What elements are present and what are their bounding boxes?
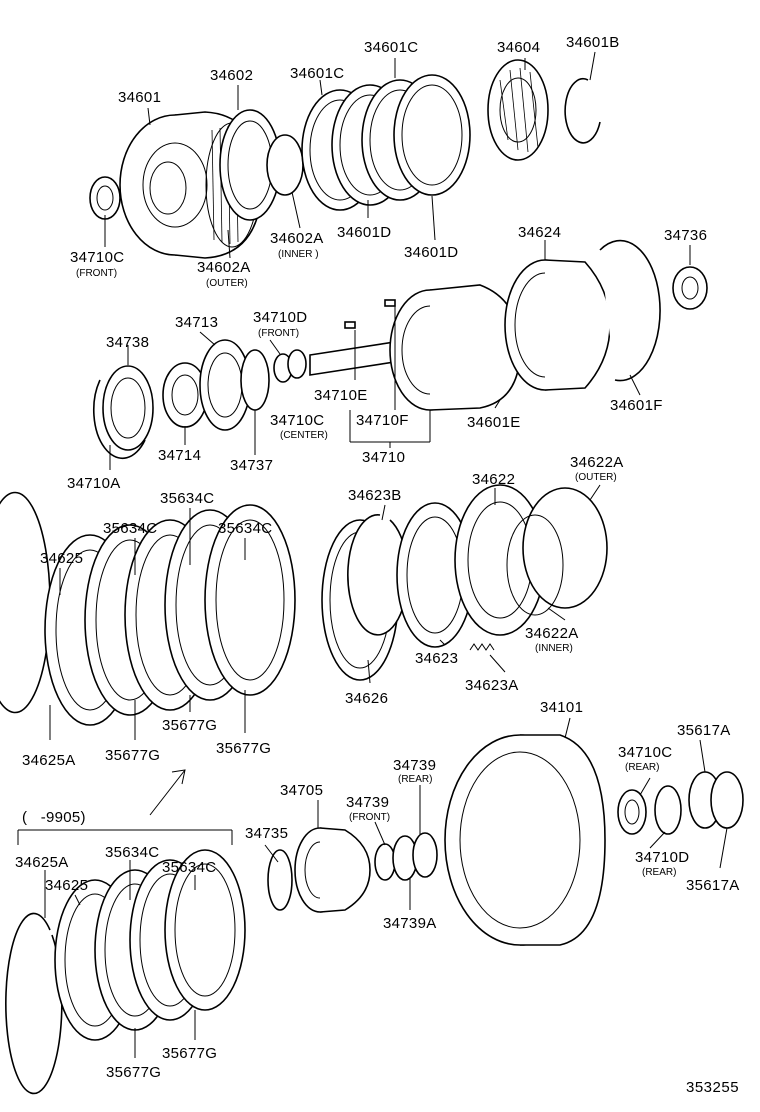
label-35677G-b: 35677G — [162, 717, 217, 734]
label-b-35634C-a: 35634C — [105, 844, 159, 861]
seals-35617A — [688, 771, 744, 829]
label-35634C-left: 35634C — [103, 520, 157, 537]
hub-34705 — [294, 827, 371, 913]
label-34710A: 34710A — [67, 475, 121, 492]
label-34714: 34714 — [158, 447, 201, 464]
label-b-35677G-b: 35677G — [162, 1045, 217, 1062]
label-34623: 34623 — [415, 650, 458, 667]
label-34623B: 34623B — [348, 487, 402, 504]
label-34737: 34737 — [230, 457, 273, 474]
label-34710C-front: 34710C — [70, 249, 124, 266]
label-34739-front: 34739 — [346, 794, 389, 811]
label-34622A-outer: 34622A — [570, 454, 624, 471]
part-labels: 34601 34602 34601C 34601C 34604 34601B 3… — [15, 34, 740, 1096]
label-34622A-outer-sub: (OUTER) — [575, 472, 617, 483]
o-ring-34602A-inner — [266, 134, 304, 196]
spring-34623A — [469, 643, 495, 651]
label-34602A-inner: 34602A — [270, 230, 324, 247]
label-34601E: 34601E — [467, 414, 521, 431]
label-34710: 34710 — [362, 449, 405, 466]
thrust-34739 — [374, 832, 438, 881]
label-34602: 34602 — [210, 67, 253, 84]
figure-number: 353255 — [686, 1079, 739, 1096]
clutch-plates-34601C-D — [301, 74, 471, 211]
leader-lines — [44, 51, 728, 1058]
label-34710F: 34710F — [356, 412, 409, 429]
label-34601C-b: 34601C — [364, 39, 418, 56]
label-34602A-outer: 34602A — [197, 259, 251, 276]
piston-34602 — [219, 109, 281, 221]
label-34622A-inner-sub: (INNER) — [535, 643, 573, 654]
washer-34735 — [267, 849, 293, 911]
label-34710C-center: 34710C — [270, 412, 324, 429]
label-range-9905: ( -9905) — [22, 809, 86, 826]
label-34710E: 34710E — [314, 387, 368, 404]
case-34101 — [444, 734, 606, 946]
label-b-34625A: 34625A — [15, 854, 69, 871]
retainer-34736 — [672, 266, 708, 310]
label-34735: 34735 — [245, 825, 288, 842]
label-34713: 34713 — [175, 314, 218, 331]
label-35634C-top: 35634C — [160, 490, 214, 507]
label-35617A-b: 35617A — [686, 877, 740, 894]
label-34739-rear-sub: (REAR) — [398, 774, 432, 785]
label-34710D-front-sub: (FRONT) — [258, 328, 299, 339]
label-34602A-outer-sub: (OUTER) — [206, 278, 248, 289]
label-34622: 34622 — [472, 471, 515, 488]
snap-ring-34601F — [599, 239, 661, 382]
label-34738: 34738 — [106, 334, 149, 351]
label-34601C-a: 34601C — [290, 65, 344, 82]
label-34705: 34705 — [280, 782, 323, 799]
label-b-35634C-b: 35634C — [162, 859, 216, 876]
label-34710C-front-sub: (FRONT) — [76, 268, 117, 279]
thrust-washers-34710D-C — [273, 349, 307, 383]
sprag-34738 — [102, 365, 154, 451]
label-35677G-a: 35677G — [105, 747, 160, 764]
ring-gear-34624 — [504, 259, 611, 391]
label-34710D-front: 34710D — [253, 309, 307, 326]
label-34736: 34736 — [664, 227, 707, 244]
spring-pack-34604 — [487, 59, 549, 161]
clutch-pack-35634C-35677G — [0, 491, 296, 726]
label-34625: 34625 — [40, 550, 83, 567]
label-35617A-a: 35617A — [677, 722, 731, 739]
arrow — [149, 769, 186, 816]
label-34710C-center-sub: (CENTER) — [280, 430, 328, 441]
label-34602A-inner-sub: (INNER ) — [278, 249, 319, 260]
planetary-carrier-34601E — [389, 284, 521, 411]
label-34604: 34604 — [497, 39, 540, 56]
label-b-35677G-a: 35677G — [106, 1064, 161, 1081]
range-bracket — [17, 829, 233, 845]
label-34739-rear: 34739 — [393, 757, 436, 774]
label-34601F: 34601F — [610, 397, 663, 414]
label-34710D-rear-sub: (REAR) — [642, 867, 676, 878]
label-35634C-right: 35634C — [218, 520, 272, 537]
label-34622A-inner: 34622A — [525, 625, 579, 642]
hub-34737 — [240, 349, 270, 411]
label-34710C-rear-sub: (REAR) — [625, 762, 659, 773]
label-34623A: 34623A — [465, 677, 519, 694]
label-34601D-a: 34601D — [337, 224, 391, 241]
snap-ring-34601B — [564, 78, 601, 144]
label-34626: 34626 — [345, 690, 388, 707]
label-34601: 34601 — [118, 89, 161, 106]
bushings-34710C-D-rear — [617, 785, 682, 835]
label-34601B: 34601B — [566, 34, 620, 51]
bushing-34710C-front — [89, 176, 121, 220]
label-34624: 34624 — [518, 224, 561, 241]
label-34710C-rear: 34710C — [618, 744, 672, 761]
label-34625A: 34625A — [22, 752, 76, 769]
o-rings-34622A — [506, 487, 608, 616]
label-34710D-rear: 34710D — [635, 849, 689, 866]
alt-clutch-pack — [5, 849, 246, 1095]
label-34101: 34101 — [540, 699, 583, 716]
label-b-34625: 34625 — [45, 877, 88, 894]
label-34601D-b: 34601D — [404, 244, 458, 261]
label-34739-front-sub: (FRONT) — [349, 812, 390, 823]
label-35677G-c: 35677G — [216, 740, 271, 757]
label-34739A: 34739A — [383, 915, 437, 932]
